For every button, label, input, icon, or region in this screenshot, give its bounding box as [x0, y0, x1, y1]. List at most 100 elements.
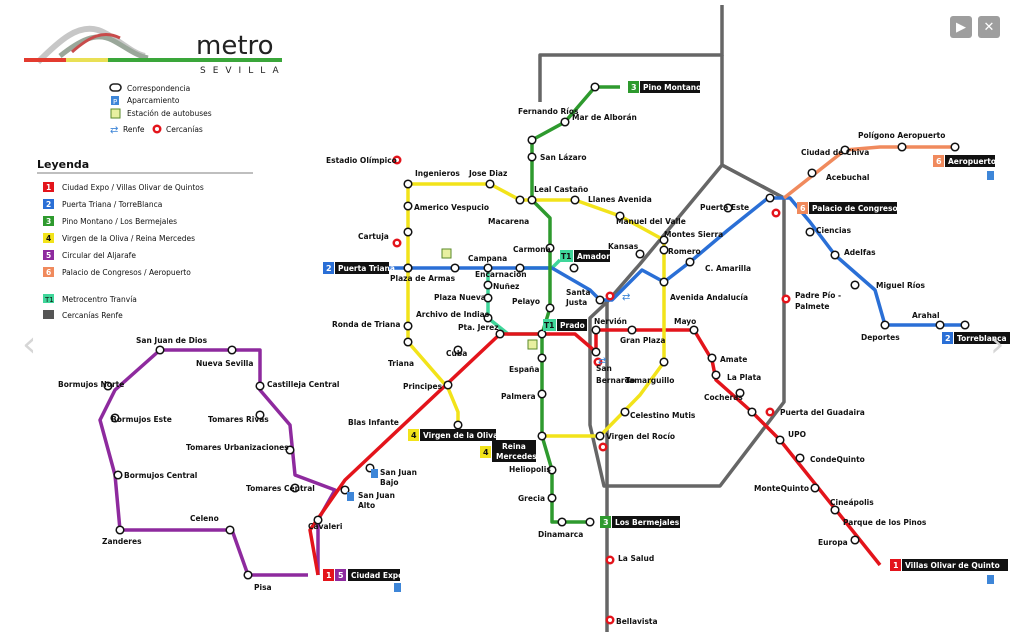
legend-line-5-badge [43, 250, 54, 260]
station-dot [880, 320, 890, 330]
legend-line-1-badge [43, 182, 54, 192]
line-6 [782, 145, 955, 200]
station-dot [537, 431, 547, 441]
station-acebuchal: Acebuchal [826, 173, 869, 182]
station-alto: Alto [358, 501, 375, 510]
play-icon: ▶ [956, 19, 966, 35]
svg-text:2: 2 [326, 264, 332, 273]
station-dot [659, 277, 669, 287]
station-tomares-rivas: Tomares Rivas [208, 415, 269, 424]
station-dot [627, 325, 637, 335]
station-dot [830, 505, 840, 515]
station-mar: Mar de Alborán [572, 113, 637, 122]
key-aparcamiento: Aparcamiento [127, 96, 180, 105]
station-dot [155, 345, 165, 355]
legend-renfe-badge [43, 310, 54, 319]
station-dot [485, 179, 495, 189]
legend-tram-text: Metrocentro Tranvía [62, 295, 137, 304]
key-cercanias: Cercanías [166, 125, 203, 134]
legend-line-3-badge [43, 216, 54, 226]
svg-text:4: 4 [483, 448, 489, 457]
key-autobuses: Estación de autobuses [127, 109, 212, 118]
station-dot [243, 570, 253, 580]
logo-city: SEVILLA [200, 66, 286, 76]
legend-line-1-number: 1 [46, 183, 51, 192]
station-dot [795, 453, 805, 463]
station-dot [453, 345, 463, 355]
station-miguel: Miguel Ríos [876, 281, 926, 290]
station-deportes: Deportes [861, 333, 900, 342]
bus-station-icon [441, 248, 452, 259]
station-jose-diaz: Jose Diaz [468, 169, 507, 178]
key-renfe: Renfe [123, 125, 145, 134]
station-condequinto: CondeQuinto [810, 455, 865, 464]
parking-icon [394, 583, 401, 592]
station-bellavista: Bellavista [616, 617, 658, 626]
station-bormujos-este: Bormujos Este [111, 415, 172, 424]
station-justa: Justa [565, 298, 587, 307]
svg-text:T1: T1 [44, 296, 54, 304]
svg-text:2: 2 [945, 334, 951, 343]
station-blas: Blas Infante [348, 418, 399, 427]
station-dot [659, 245, 669, 255]
legend-line-2-badge [43, 199, 54, 209]
chevron-right-icon: › [990, 324, 1005, 365]
svg-text:P: P [113, 98, 117, 106]
station-dot [569, 263, 579, 273]
key-correspondencia: Correspondencia [127, 84, 190, 93]
station-nunez: Nuñez [493, 282, 519, 291]
station-dot [595, 431, 605, 441]
station-zanderes: Zanderes [102, 537, 142, 546]
station-dot [340, 485, 350, 495]
station-virgen-rocio: Virgen del Rocío [606, 432, 675, 441]
bus-station-icon [527, 339, 538, 350]
station-dot [483, 280, 493, 290]
station-dot [545, 243, 555, 253]
svg-text:3: 3 [631, 83, 637, 92]
station-lazaro: San Lázaro [540, 153, 587, 162]
station-poligono: Polígono Aeropuerto [858, 131, 945, 140]
station-dot [765, 193, 775, 203]
station-dot [527, 152, 537, 162]
station-estadio: Estadio Olímpico [326, 156, 397, 165]
station-bernardo: Bernardo [596, 376, 635, 385]
station-bajo: Bajo [380, 478, 399, 487]
terminal-virgen-oliva: Virgen de la Oliva [423, 431, 498, 440]
station-dot [515, 195, 525, 205]
play-button[interactable]: ▶ [950, 16, 972, 38]
close-button[interactable]: ✕ [978, 16, 1000, 38]
station-la-plata: La Plata [727, 373, 761, 382]
station-dot [115, 525, 125, 535]
station-c-amarilla: C. Amarilla [705, 264, 751, 273]
logo-brand: metro [196, 31, 274, 61]
station-icons: ⇄⇄ [347, 155, 994, 625]
station-heliopolis: Heliopolis [509, 465, 551, 474]
symbol-key: Correspondencia P Aparcamiento Estación … [109, 83, 212, 136]
station-dot [403, 227, 413, 237]
prev-arrow[interactable]: ‹ [22, 327, 42, 363]
station-europa: Europa [818, 538, 848, 547]
station-dot [255, 410, 265, 420]
renfe-lines [538, 5, 786, 632]
station-dot [515, 263, 525, 273]
station-dot [615, 211, 625, 221]
station-archivo: Archivo de Indias [416, 310, 490, 319]
close-icon: ✕ [983, 19, 995, 35]
terminal-mercedes: Mercedes [496, 452, 537, 461]
svg-text:6: 6 [800, 204, 806, 213]
station-santa: Santa [566, 288, 590, 297]
station-dot [403, 321, 413, 331]
station-dot [897, 142, 907, 152]
station-dot [290, 483, 300, 493]
legend-line-5-text: Circular del Aljarafe [62, 251, 136, 260]
station-macarena: Macarena [488, 217, 529, 226]
station-dot [685, 257, 695, 267]
terminal-pino-montano: Pino Montano [643, 83, 701, 92]
station-dot [443, 380, 453, 390]
station-dot [403, 179, 413, 189]
station-dot [659, 235, 669, 245]
station-dot [560, 117, 570, 127]
next-arrow[interactable]: › [990, 327, 1010, 363]
station-dot [537, 389, 547, 399]
